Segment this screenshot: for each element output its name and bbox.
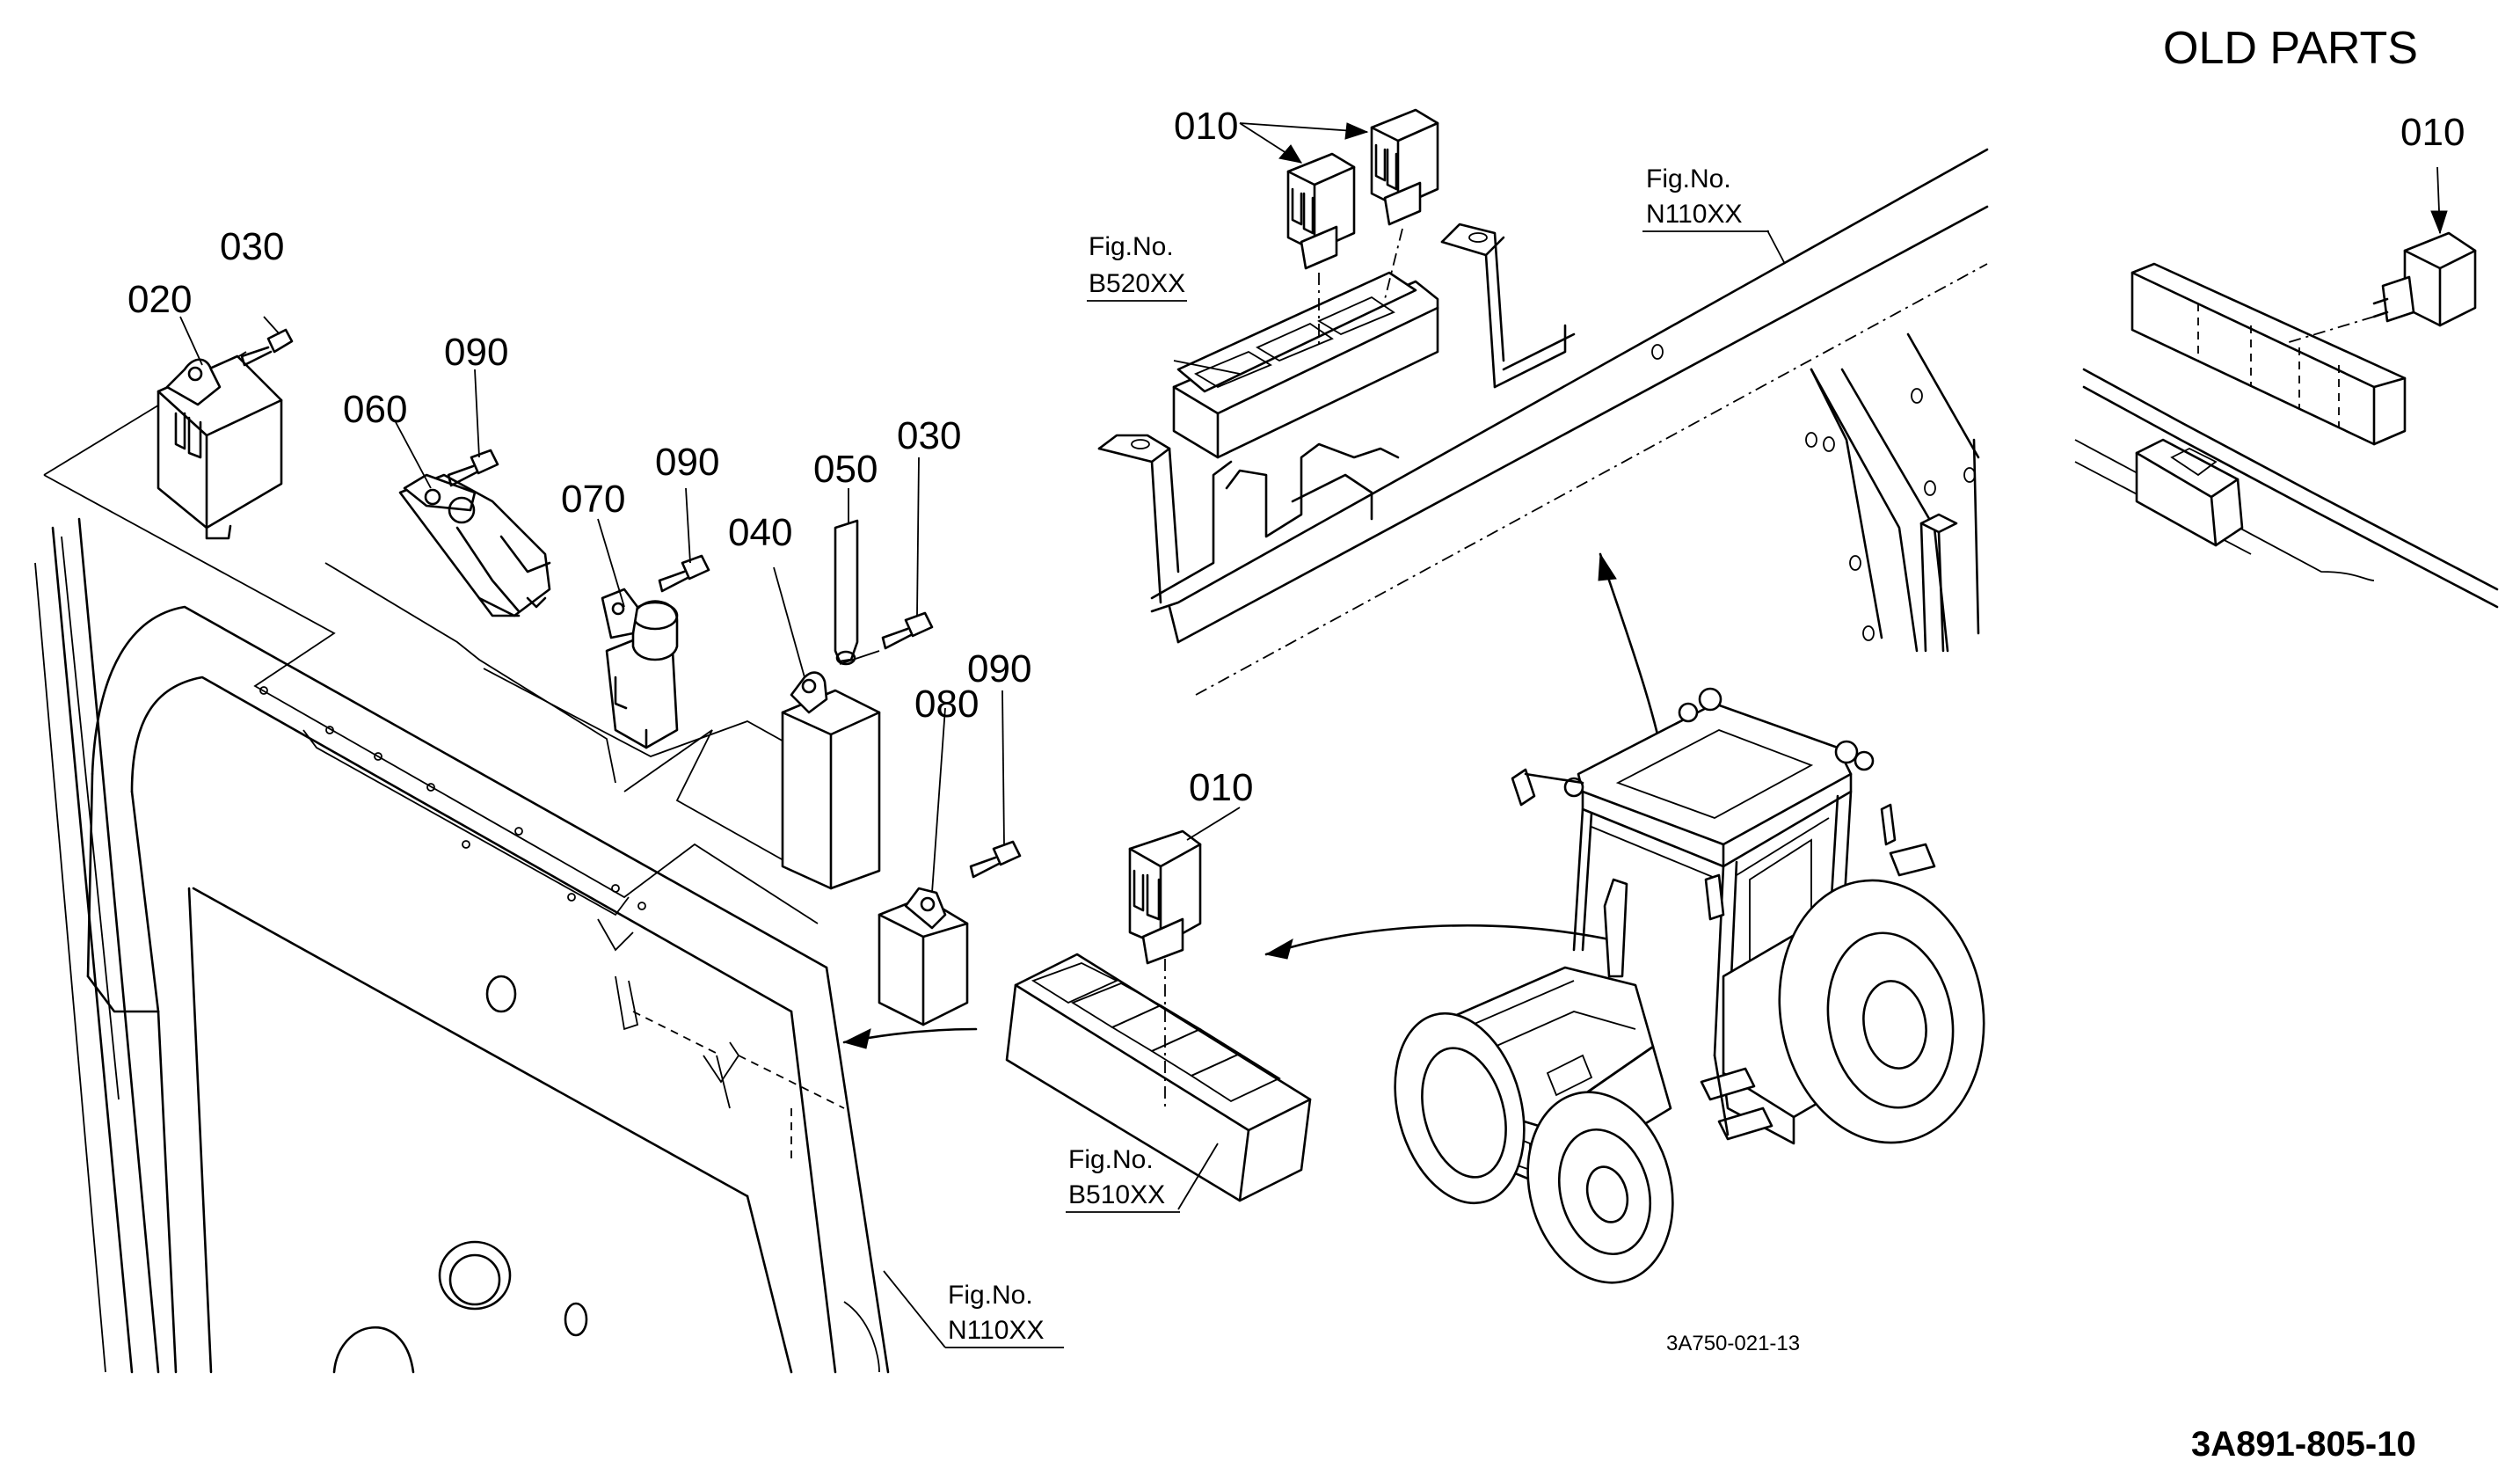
relay-070[interactable] [601,588,679,749]
bracket-050[interactable] [834,519,880,666]
callout-050: 050 [813,448,878,491]
figref-b520[interactable]: Fig.No. B520XX [1087,232,1187,302]
callout-070: 070 [561,478,625,521]
callout-040: 040 [728,511,792,554]
sheet-drawing-code: 3A891-805-10 [2191,1425,2416,1464]
relay-040[interactable] [781,671,881,890]
relay-060[interactable] [398,473,551,617]
callout-030-right: 030 [897,414,961,457]
relay-box-old[interactable] [2130,262,2407,446]
callout-080: 080 [914,683,979,726]
relay-020[interactable] [157,354,283,540]
figref-b520-code: B520XX [1089,269,1185,298]
figref-n110-top-prefix: Fig.No. [1646,164,1731,194]
relay-010-top-b[interactable] [1370,108,1439,226]
callout-030-left: 030 [220,225,284,268]
arrow-into-cab-head [842,1028,871,1049]
figref-b520-prefix: Fig.No. [1089,232,1174,261]
figref-b510-prefix: Fig.No. [1068,1145,1154,1174]
relay-box-b520[interactable] [1172,271,1439,459]
callout-090-c: 090 [967,647,1031,690]
callout-010-middle: 010 [1189,766,1253,809]
callout-090-b: 090 [655,441,719,484]
tractor-illustration [1394,687,1985,1284]
screw-030-left[interactable] [240,328,294,367]
relay-010-top-a[interactable] [1286,152,1356,270]
relay-010-old[interactable] [2372,231,2477,327]
inner-drawing-code: 3A750-021-13 [1666,1332,1800,1355]
figref-b510-code: B510XX [1068,1180,1165,1209]
leader-lines-left [179,316,1005,894]
old-parts-frame [2074,368,2499,609]
relay-box-b510[interactable] [1005,953,1312,1202]
relay-080[interactable] [878,887,969,1026]
figref-n110-bottom-prefix: Fig.No. [948,1281,1033,1310]
cab-frame-left [34,517,890,1374]
old-parts-label: OLD PARTS [2163,23,2418,74]
figref-n110-top-code: N110XX [1646,200,1743,229]
callout-060: 060 [343,388,407,431]
figref-n110-bottom[interactable]: Fig.No. N110XX [883,1270,1064,1348]
screw-090-c[interactable] [969,840,1022,879]
callout-090-a: 090 [444,331,508,374]
arrow-to-b510 [1264,924,1620,960]
roof-frame-top [1097,148,1989,696]
figref-n110-top[interactable]: Fig.No. N110XX [1642,164,1769,232]
relay-010-middle[interactable] [1128,829,1202,965]
callout-010-top: 010 [1174,105,1238,148]
screw-030-right[interactable] [881,611,934,650]
figref-n110-bottom-code: N110XX [948,1316,1045,1345]
screw-090-b[interactable] [658,554,710,593]
callout-020: 020 [127,278,192,321]
callout-010-old: 010 [2400,111,2465,154]
screw-090-a[interactable] [447,449,499,487]
figref-b510[interactable]: Fig.No. B510XX [1066,1145,1180,1213]
